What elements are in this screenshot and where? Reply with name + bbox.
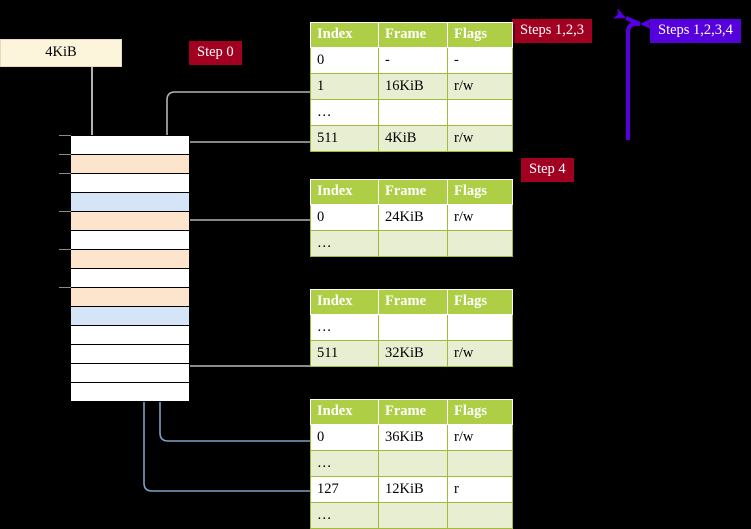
table-row: … <box>310 230 513 257</box>
table-cell: r <box>447 476 513 503</box>
memory-frame-row <box>71 250 189 269</box>
table-cell: - <box>378 47 448 74</box>
table-cell <box>378 230 448 257</box>
table-header-index: Index <box>310 179 379 205</box>
memory-frame-row <box>71 307 189 326</box>
table-cell: 0 <box>310 204 379 231</box>
memory-frame-row <box>71 326 189 345</box>
grid-tick-mark <box>59 211 71 212</box>
table-cell: 1 <box>310 73 379 100</box>
memory-frame-row <box>71 288 189 307</box>
memory-frame-row <box>71 174 189 193</box>
table-cell: 4KiB <box>378 125 448 152</box>
memory-frame-row <box>71 155 189 174</box>
chip-step-4: Step 4 <box>521 158 574 182</box>
table-cell: … <box>310 450 379 477</box>
table-row: 0-- <box>310 47 513 74</box>
table-header-index: Index <box>310 289 379 315</box>
memory-frame-row <box>71 212 189 231</box>
table-cell <box>378 314 448 341</box>
table-header-flags: Flags <box>447 399 513 425</box>
table-row: … <box>310 314 513 341</box>
memory-frame-row <box>71 364 189 383</box>
table-row: … <box>310 450 513 477</box>
table-cell: 12KiB <box>378 476 448 503</box>
memory-frame-row <box>71 345 189 364</box>
table-cell <box>378 450 448 477</box>
table-cell <box>447 502 513 529</box>
connector-l3-row0 <box>173 219 310 262</box>
memory-frame-row <box>71 269 189 288</box>
table-header-index: Index <box>310 22 379 48</box>
table-cell: - <box>447 47 513 74</box>
grid-tick-mark <box>59 135 71 136</box>
table-cell: 511 <box>310 340 379 367</box>
recursive-mapping-arrow-head <box>613 8 641 26</box>
table-cell <box>447 99 513 126</box>
grid-tick-mark <box>59 249 71 250</box>
table-cell: 32KiB <box>378 340 448 367</box>
table-row: … <box>310 99 513 126</box>
table-cell: 511 <box>310 125 379 152</box>
table-cell: 16KiB <box>378 73 448 100</box>
table-cell: r/w <box>447 204 513 231</box>
chip-step-0: Step 0 <box>189 41 242 65</box>
table-cell: … <box>310 502 379 529</box>
table-cell <box>378 502 448 529</box>
memory-frame-row <box>71 231 189 250</box>
table-cell: r/w <box>447 125 513 152</box>
table-cell: 0 <box>310 424 379 451</box>
table-header-index: Index <box>310 399 379 425</box>
connector-l4-row511 <box>173 141 310 156</box>
table-cell: … <box>310 314 379 341</box>
table-cell: r/w <box>447 340 513 367</box>
table-header-flags: Flags <box>447 289 513 315</box>
table-header-frame: Frame <box>378 289 448 315</box>
recursive-mapping-arrow <box>626 18 652 140</box>
connector-l2-row511 <box>173 312 310 367</box>
grid-tick-mark <box>59 287 71 288</box>
chip-steps-1234: Steps 1,2,3,4 <box>650 19 741 43</box>
memory-frame-grid <box>59 135 190 402</box>
table-cell: 24KiB <box>378 204 448 231</box>
table-cell: … <box>310 99 379 126</box>
table-cell <box>447 230 513 257</box>
table-cell <box>447 450 513 477</box>
table-cell <box>447 314 513 341</box>
table-row: … <box>310 502 513 529</box>
memory-frame-row <box>71 383 189 402</box>
table-cell: 127 <box>310 476 379 503</box>
grid-tick-mark <box>59 154 71 155</box>
table-cell: r/w <box>447 424 513 451</box>
memory-frame-row <box>71 136 189 155</box>
table-header-flags: Flags <box>447 22 513 48</box>
size-label-4kib: 4KiB <box>0 39 122 67</box>
table-header-frame: Frame <box>378 22 448 48</box>
table-header-flags: Flags <box>447 179 513 205</box>
table-header-frame: Frame <box>378 179 448 205</box>
table-cell: … <box>310 230 379 257</box>
memory-frame-row <box>71 193 189 212</box>
chip-steps-123: Steps 1,2,3 <box>512 19 593 43</box>
table-cell: 36KiB <box>378 424 448 451</box>
table-cell <box>378 99 448 126</box>
table-cell: 0 <box>310 47 379 74</box>
table-header-frame: Frame <box>378 399 448 425</box>
grid-tick-mark <box>59 173 71 174</box>
table-cell: r/w <box>447 73 513 100</box>
